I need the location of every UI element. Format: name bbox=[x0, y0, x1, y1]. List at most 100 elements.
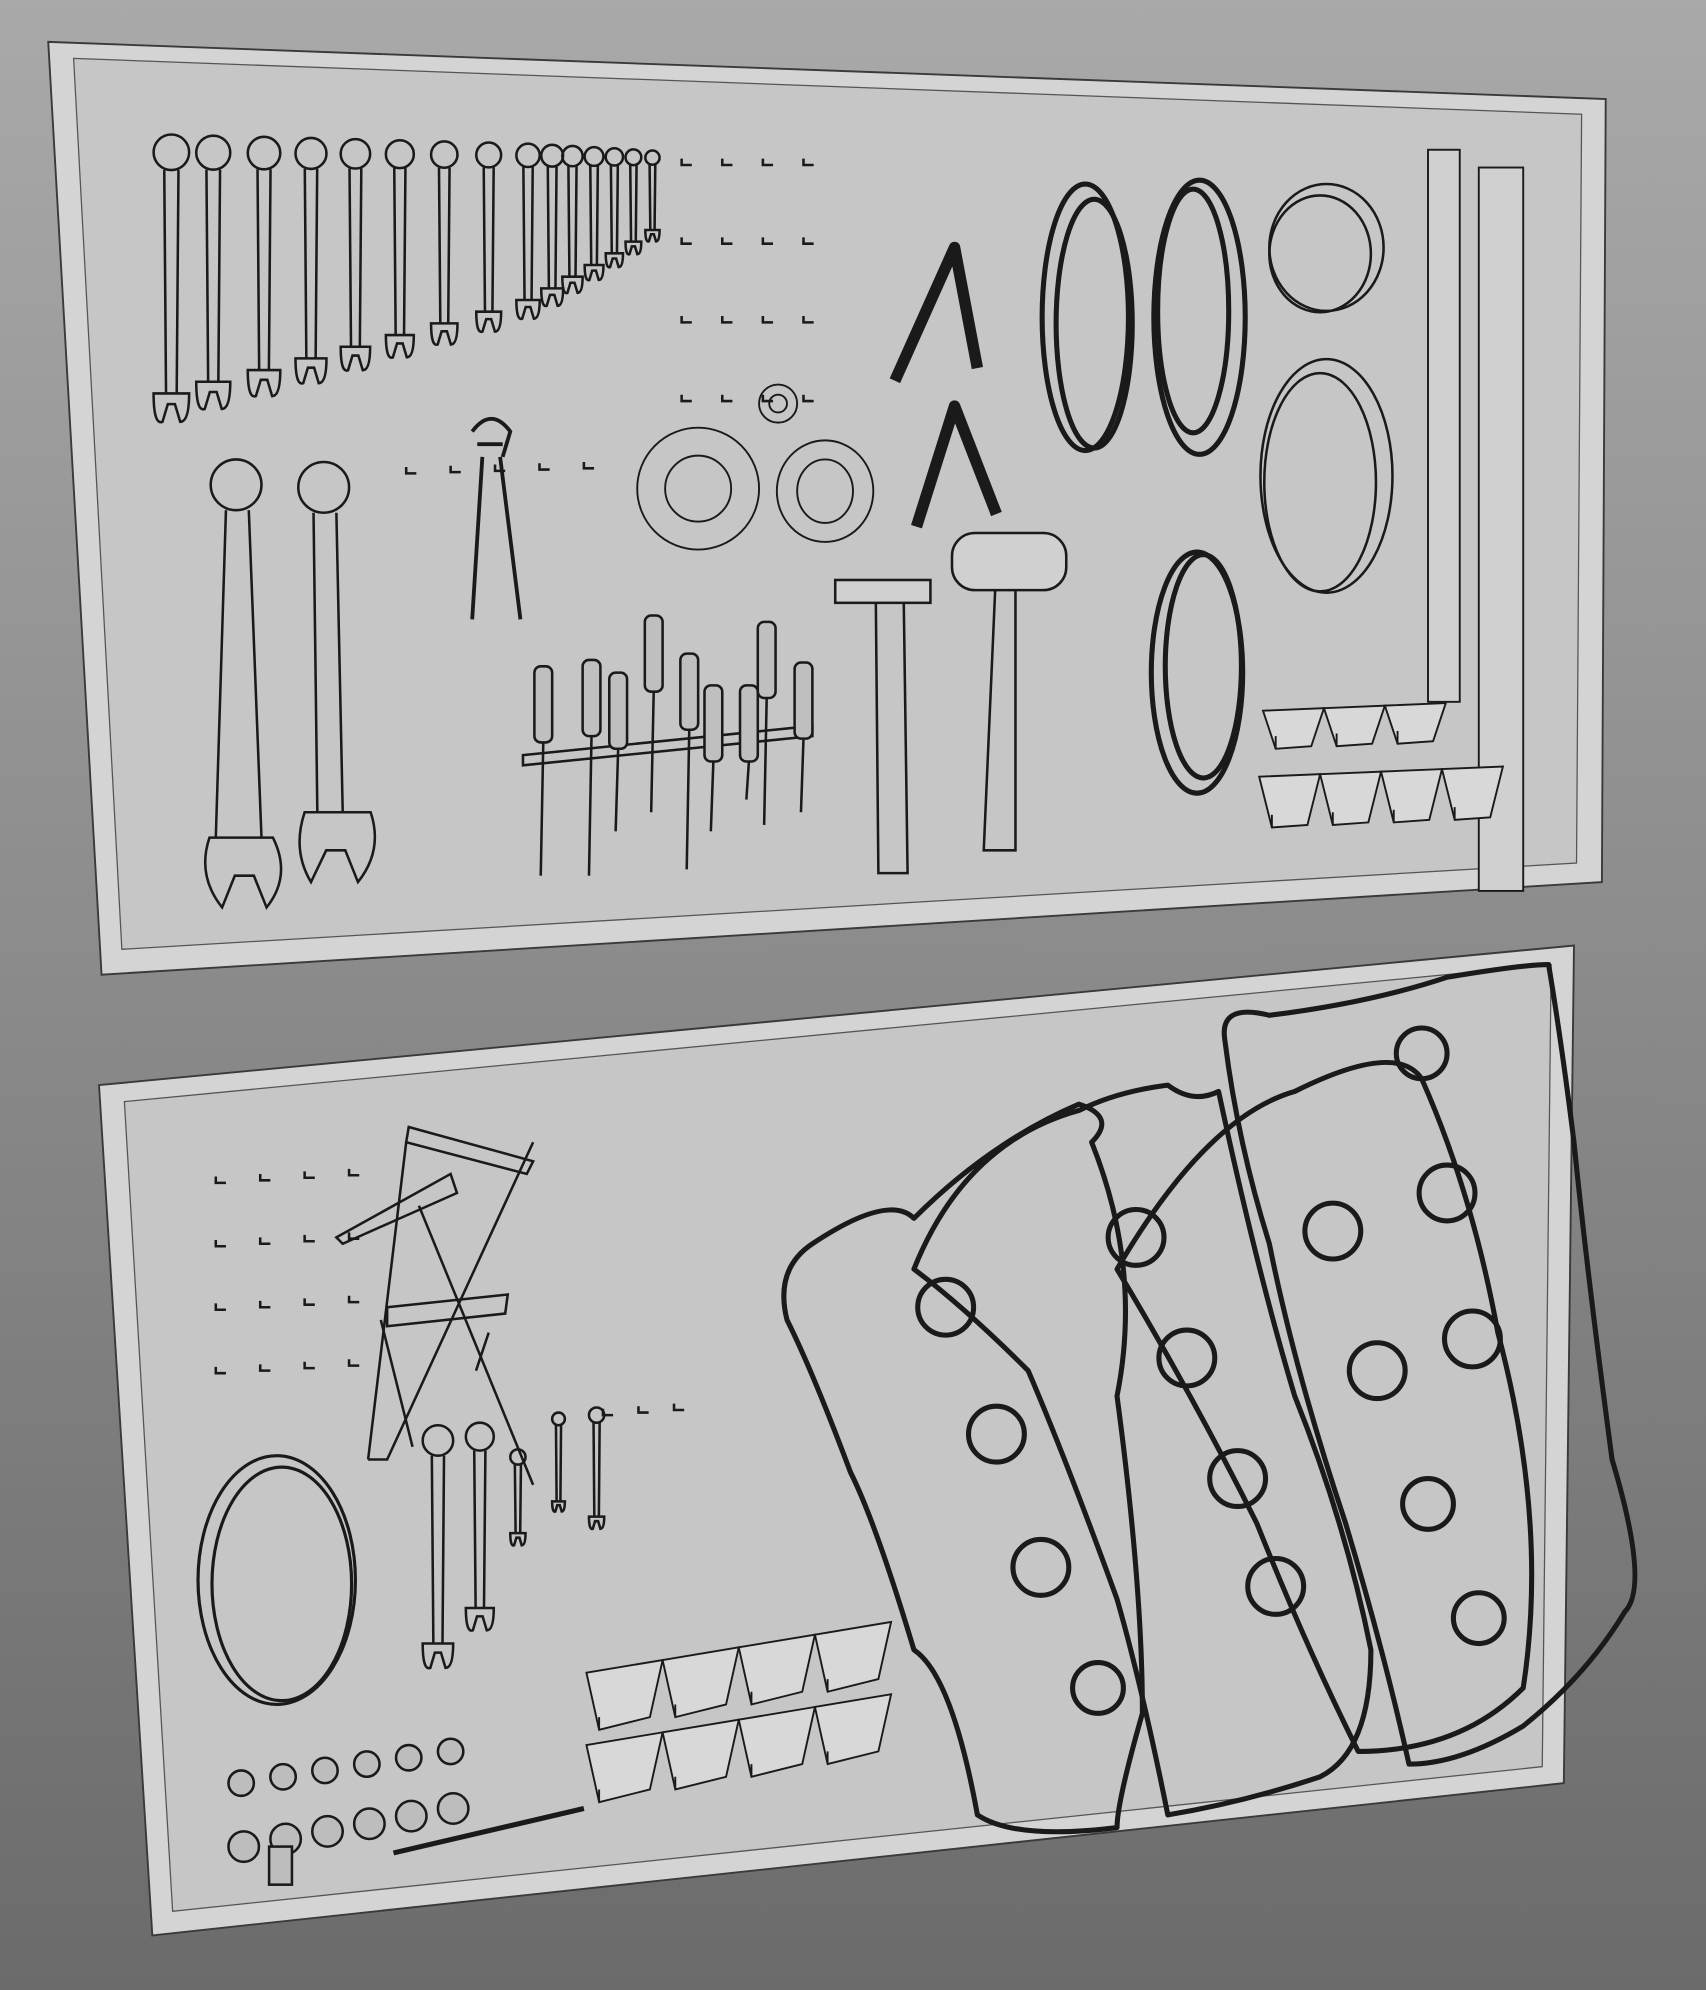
peg bbox=[720, 394, 733, 403]
wrench-shank bbox=[162, 170, 180, 394]
gasket-ring bbox=[1441, 1308, 1503, 1370]
wrench-jaw bbox=[194, 380, 232, 411]
screwdriver-shaft bbox=[539, 742, 545, 876]
peg bbox=[258, 1237, 271, 1246]
parts-bin bbox=[661, 1646, 740, 1719]
wrench-shank bbox=[472, 1450, 487, 1609]
wrench-shank bbox=[303, 168, 319, 359]
parts-bin bbox=[1322, 704, 1387, 748]
wrench bbox=[429, 140, 459, 346]
peg bbox=[637, 1406, 649, 1414]
socket bbox=[269, 1762, 298, 1791]
parts-bin bbox=[1257, 773, 1322, 829]
wrench bbox=[246, 135, 282, 398]
gasket-ring bbox=[1207, 1448, 1269, 1509]
engine-gaskets bbox=[781, 962, 1638, 1835]
socket bbox=[436, 1737, 465, 1766]
top-pegboard bbox=[47, 40, 1607, 976]
peg bbox=[214, 1366, 226, 1375]
gasket-ring bbox=[1010, 1536, 1072, 1598]
peg bbox=[802, 394, 814, 403]
wrench-ring bbox=[583, 145, 605, 168]
wrench-jaw bbox=[429, 322, 459, 346]
screwdriver-shaft bbox=[587, 736, 593, 876]
parts-bin bbox=[813, 1620, 893, 1693]
screwdriver-shaft bbox=[745, 761, 751, 800]
parts-bin bbox=[737, 1633, 817, 1706]
wrench-jaw bbox=[587, 1515, 606, 1531]
wrench-ring bbox=[515, 142, 541, 169]
socket bbox=[436, 1792, 470, 1826]
peg bbox=[258, 1173, 271, 1182]
wrench-shank bbox=[430, 1455, 446, 1644]
gasket-ring bbox=[1245, 1555, 1307, 1617]
wrench-shank bbox=[513, 1464, 523, 1534]
screwdriver-handle bbox=[581, 658, 602, 738]
wrench bbox=[624, 148, 643, 256]
screwdriver-handle bbox=[703, 684, 724, 763]
gasket-ring bbox=[1346, 1340, 1408, 1402]
wrench-shank bbox=[609, 165, 620, 254]
parts-bin bbox=[813, 1693, 893, 1766]
screwdriver-shaft bbox=[762, 697, 768, 825]
wrench-jaw bbox=[339, 345, 372, 372]
small-parts-bins bbox=[585, 1620, 893, 1804]
machinist-hammer bbox=[833, 578, 932, 875]
spring-clamps bbox=[889, 241, 1002, 529]
wrench-jaw bbox=[384, 333, 416, 359]
gasket-ring bbox=[1070, 1660, 1126, 1716]
wrench-jaw bbox=[644, 228, 661, 243]
peg bbox=[303, 1361, 315, 1370]
screwdriver-shaft bbox=[649, 691, 655, 813]
top-board-face bbox=[72, 57, 1583, 950]
socket-adapter bbox=[267, 1845, 294, 1886]
peg bbox=[720, 316, 733, 324]
bar-clamps bbox=[334, 1125, 535, 1486]
wrench-jaw bbox=[624, 240, 643, 256]
peg bbox=[347, 1295, 360, 1304]
peg bbox=[761, 237, 774, 245]
socket bbox=[352, 1750, 381, 1779]
wrench-set bbox=[421, 1406, 606, 1670]
parts-bin bbox=[1379, 768, 1444, 824]
ratchet-extension bbox=[392, 1806, 585, 1856]
wrench-shank bbox=[522, 167, 534, 301]
peg bbox=[347, 1359, 360, 1367]
screwdriver-handle bbox=[756, 620, 777, 700]
socket-set bbox=[227, 1737, 585, 1886]
peg bbox=[303, 1171, 315, 1180]
peg bbox=[404, 467, 417, 475]
wrench-ring bbox=[152, 133, 191, 172]
large-wrenches bbox=[203, 458, 377, 910]
wrench bbox=[464, 1421, 496, 1632]
wrench-jaw bbox=[539, 287, 565, 308]
screwdriver-handle bbox=[679, 652, 700, 732]
gasket-ring bbox=[1400, 1476, 1456, 1532]
socket bbox=[227, 1769, 256, 1798]
wrench-row bbox=[152, 133, 661, 424]
screwdriver-rack bbox=[521, 614, 814, 876]
screwdriver-handle bbox=[608, 671, 629, 751]
wrench bbox=[384, 138, 416, 359]
wrench-shank bbox=[205, 169, 222, 382]
wrench-shank bbox=[589, 165, 600, 266]
peg bbox=[347, 1168, 360, 1177]
socket bbox=[310, 1814, 344, 1848]
parts-bin bbox=[1261, 707, 1326, 750]
socket bbox=[394, 1743, 423, 1772]
screwdriver-shaft bbox=[614, 748, 620, 832]
screwdriver-shaft bbox=[709, 761, 715, 832]
wrench-ring bbox=[464, 1421, 496, 1452]
wrench-shank bbox=[628, 165, 638, 242]
wrench-shank bbox=[437, 167, 451, 324]
wrench bbox=[644, 149, 661, 243]
peg bbox=[761, 158, 774, 167]
gasket-bolt-rings bbox=[915, 1025, 1507, 1716]
peg bbox=[680, 237, 692, 245]
wrench-jaw bbox=[294, 357, 328, 385]
wrench-ring bbox=[246, 135, 282, 171]
wrench bbox=[515, 142, 541, 321]
wrench-jaw bbox=[604, 252, 625, 269]
wrench-jaw bbox=[509, 1531, 527, 1547]
gasket-ring bbox=[915, 1276, 977, 1338]
